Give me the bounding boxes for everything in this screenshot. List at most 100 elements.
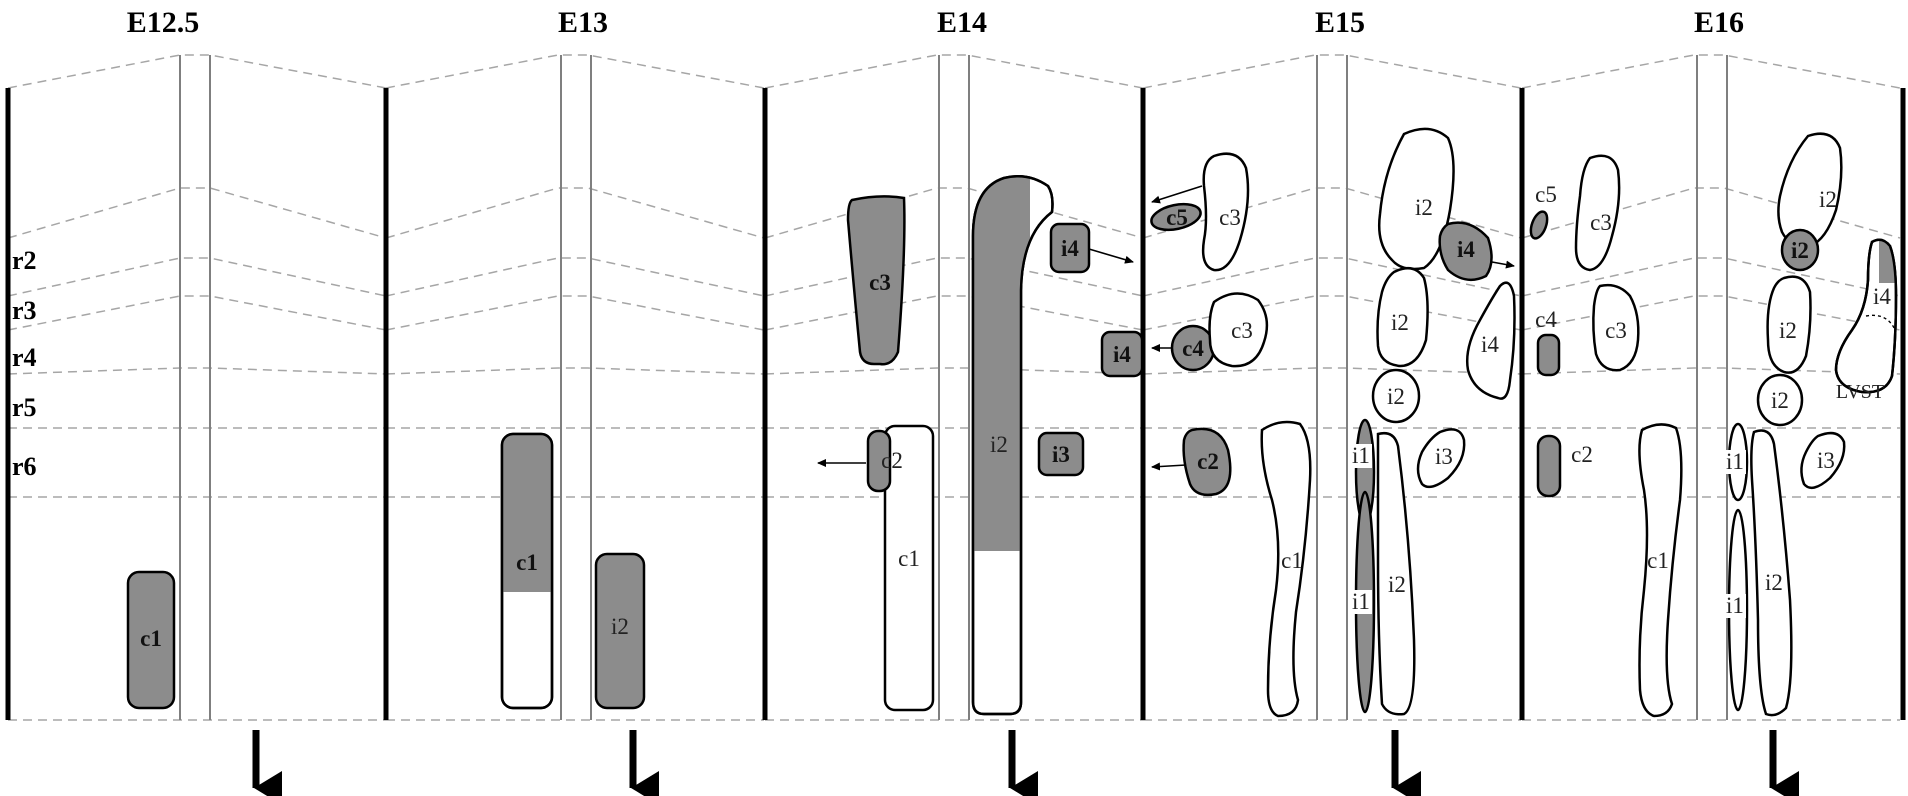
stage-title-e13: E13 xyxy=(558,6,608,39)
label-i2: i2 xyxy=(1415,195,1433,220)
label-i4: i4 xyxy=(1061,236,1079,261)
population-c3 xyxy=(1201,152,1250,272)
label-c1: c1 xyxy=(898,546,920,571)
population-c5 xyxy=(1529,210,1549,240)
label-i4: i4 xyxy=(1457,237,1475,262)
label-bg xyxy=(1724,594,1746,618)
label-c2: c2 xyxy=(881,448,903,473)
label-i2: i2 xyxy=(1765,570,1783,595)
population-c2 xyxy=(1536,434,1562,498)
population-i2-long xyxy=(1750,429,1793,717)
panel-e12-5: c1 xyxy=(126,570,176,710)
population-c4 xyxy=(1536,333,1561,377)
population-i4-outline xyxy=(1834,238,1898,394)
label-c1: c1 xyxy=(516,550,538,575)
rhombomere-boundary xyxy=(764,367,1144,375)
population-i2-outline xyxy=(971,175,1054,716)
population-c5 xyxy=(1150,202,1202,232)
population-i2 xyxy=(594,552,646,710)
stage-title-e12-5: E12.5 xyxy=(127,6,200,39)
label-i3: i3 xyxy=(1435,444,1453,469)
stage-title-e15: E15 xyxy=(1315,6,1365,39)
label-i2: i2 xyxy=(1388,572,1406,597)
population-i2-r5 xyxy=(1756,373,1804,427)
rhombomere-boundary xyxy=(1142,367,1522,375)
rhombomere-boundaries xyxy=(7,54,1901,721)
label-i2: i2 xyxy=(1819,187,1837,212)
population-c1 xyxy=(883,424,935,712)
panel-frames xyxy=(5,55,1906,720)
population-i2-labeled-part xyxy=(973,176,1030,551)
label-i2: i2 xyxy=(1779,318,1797,343)
migration-arrow xyxy=(1151,462,1187,471)
rhombomere-boundary xyxy=(7,54,387,89)
label-bg xyxy=(1724,450,1746,474)
label-bg xyxy=(1350,444,1372,468)
panel-e15-right: i2 i4 i2 i4 i2 i3 i1 i2 i1 xyxy=(1350,127,1516,716)
label-c4: c4 xyxy=(1182,336,1204,361)
row-label-r4: r4 xyxy=(12,343,37,372)
row-label-r5: r5 xyxy=(12,393,37,422)
label-i4: i4 xyxy=(1481,332,1499,357)
panel-e16-right: i2 i2 i2 i4 LVST i2 i3 i1 i2 i1 xyxy=(1724,132,1898,717)
label-i2: i2 xyxy=(1771,388,1789,413)
stage-title-e14: E14 xyxy=(937,6,987,39)
population-c3 xyxy=(1574,154,1621,272)
population-c1 xyxy=(1260,420,1312,718)
population-i3 xyxy=(1037,431,1085,477)
population-i3 xyxy=(1416,428,1466,489)
label-i2: i2 xyxy=(611,614,629,639)
stage-title-e16: E16 xyxy=(1694,6,1744,39)
label-i1: i1 xyxy=(1352,589,1370,614)
label-i2: i2 xyxy=(990,432,1008,457)
panel-e15: c5 c3 c4 c3 c2 c1 xyxy=(1150,152,1312,718)
label-c5: c5 xyxy=(1166,205,1188,230)
population-i2-r3 xyxy=(1766,275,1812,374)
panel-e16: c5 c3 c4 c3 c2 c1 xyxy=(1529,154,1683,718)
population-c1 xyxy=(1638,423,1683,718)
label-c4: c4 xyxy=(1535,307,1557,332)
population-i4 xyxy=(1438,221,1493,282)
rhombomere-boundary xyxy=(7,187,387,239)
label-c3: c3 xyxy=(1605,318,1627,343)
label-c2: c2 xyxy=(1197,449,1219,474)
population-i2-long xyxy=(1376,432,1416,716)
population-c3 xyxy=(846,195,906,366)
label-i4: i4 xyxy=(1113,342,1131,367)
label-c3: c3 xyxy=(1219,205,1241,230)
row-label-r6: r6 xyxy=(12,452,37,481)
rhombomere-boundary xyxy=(1521,367,1901,375)
lvst-boundary xyxy=(1865,314,1897,333)
panel-e14: c3 c1 c2 i2 i4 i3 i4 xyxy=(817,175,1144,716)
rhombomere-boundary xyxy=(764,187,1144,239)
rhombomere-boundary xyxy=(7,367,387,375)
population-c3-r4 xyxy=(1592,283,1640,372)
rhombomere-boundary xyxy=(764,54,1144,89)
population-c1-outline xyxy=(500,432,554,710)
migration-arrow xyxy=(1491,260,1515,269)
label-i4: i4 xyxy=(1873,284,1891,309)
population-i2-r3 xyxy=(1376,266,1429,368)
label-c5: c5 xyxy=(1535,182,1557,207)
label-c1: c1 xyxy=(1647,548,1669,573)
label-i3: i3 xyxy=(1817,448,1835,473)
label-lvst: LVST xyxy=(1836,381,1884,403)
population-i4-midline xyxy=(1100,330,1144,378)
population-i2-top xyxy=(1378,127,1455,271)
population-i4-labeled-part xyxy=(1879,240,1895,283)
label-i1: i1 xyxy=(1352,443,1370,468)
panel-e13: c1 i2 xyxy=(500,432,646,710)
rhombomere-boundary xyxy=(7,295,387,331)
label-i1: i1 xyxy=(1726,593,1744,618)
population-c3-r4 xyxy=(1208,292,1269,368)
rhombomere-boundary xyxy=(1142,295,1522,331)
population-c1 xyxy=(126,570,176,710)
label-c3: c3 xyxy=(869,270,891,295)
row-label-r2: r2 xyxy=(12,246,37,275)
population-i2-labeled xyxy=(1780,228,1820,272)
label-i2: i2 xyxy=(1387,384,1405,409)
label-bg xyxy=(1350,590,1372,614)
rhombomere-boundary xyxy=(764,295,1144,331)
label-i2: i2 xyxy=(1791,238,1809,263)
